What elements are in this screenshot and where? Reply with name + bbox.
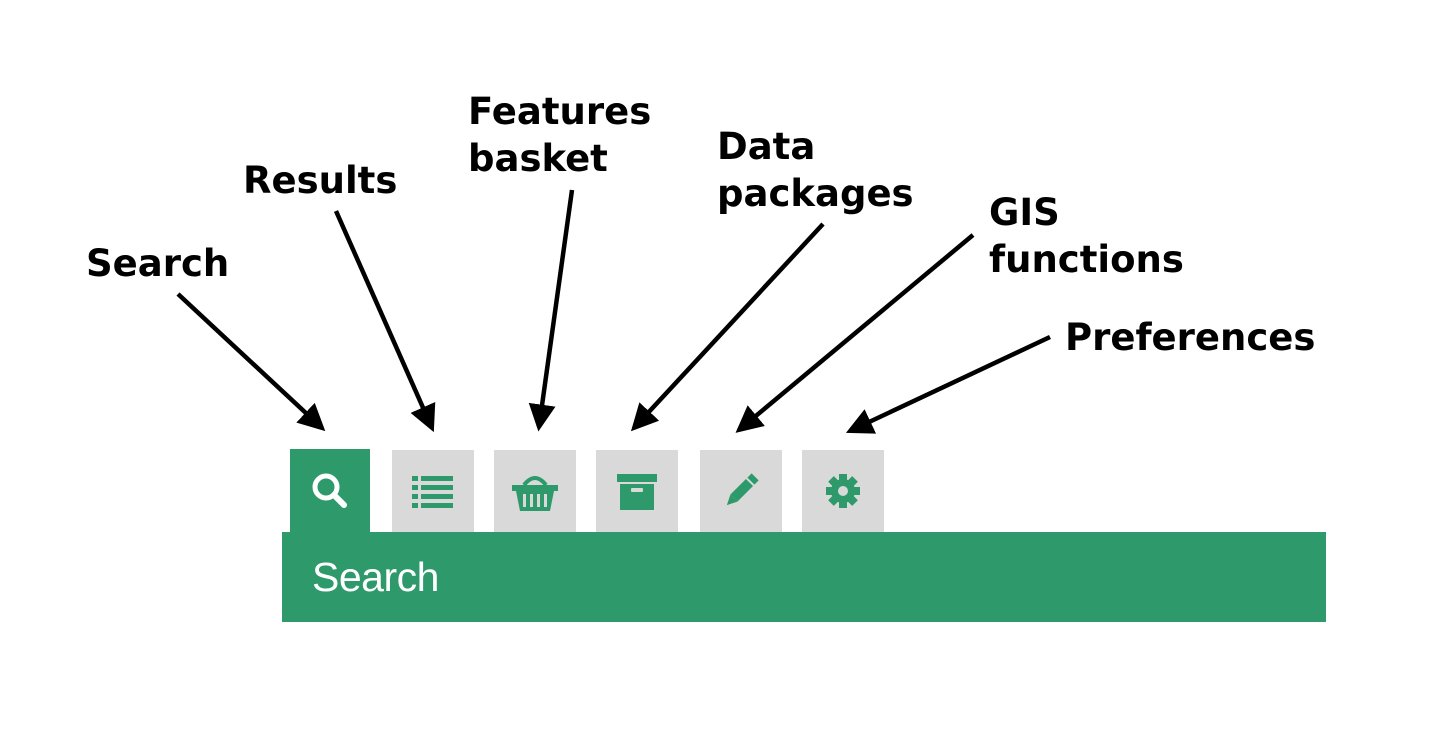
callout-results: Results [243, 157, 397, 204]
callout-gis-functions-line2: functions [989, 238, 1184, 281]
callout-search-label: Search [86, 242, 230, 285]
panel-title: Search [312, 554, 439, 600]
callout-preferences-label: Preferences [1065, 316, 1316, 359]
tab-gis-functions[interactable] [700, 450, 782, 532]
arrow-gis-functions [735, 233, 975, 433]
arrow-search [176, 292, 326, 432]
panel-header: Search [282, 532, 1326, 622]
arrow-results [333, 210, 436, 433]
callout-features-basket-line1: Features [468, 90, 652, 133]
callout-results-label: Results [243, 159, 398, 202]
arrow-data-packages [630, 222, 825, 432]
gear-icon [826, 474, 860, 508]
list-icon [412, 476, 453, 508]
callout-gis-functions-line1: GIS [989, 191, 1060, 234]
pencil-icon [726, 473, 759, 506]
callout-data-packages-line2: packages [717, 172, 914, 215]
callout-preferences: Preferences [1065, 314, 1315, 361]
basket-icon [512, 476, 558, 511]
callout-gis-functions: GIS functions [989, 189, 1184, 283]
callout-features-basket-line2: basket [468, 137, 608, 180]
tab-data-packages[interactable] [596, 450, 678, 532]
arrow-features-basket [528, 189, 575, 432]
archive-box-icon [617, 474, 657, 510]
callout-data-packages-line1: Data [717, 125, 816, 168]
tab-search[interactable] [290, 449, 370, 533]
arrow-preferences [845, 334, 1051, 434]
callout-data-packages: Data packages [717, 123, 914, 217]
tab-results[interactable] [392, 450, 474, 532]
callout-search: Search [86, 240, 229, 287]
search-icon [312, 473, 347, 508]
tab-features-basket[interactable] [494, 450, 576, 532]
tab-preferences[interactable] [802, 450, 884, 532]
callout-features-basket: Features basket [468, 88, 651, 182]
